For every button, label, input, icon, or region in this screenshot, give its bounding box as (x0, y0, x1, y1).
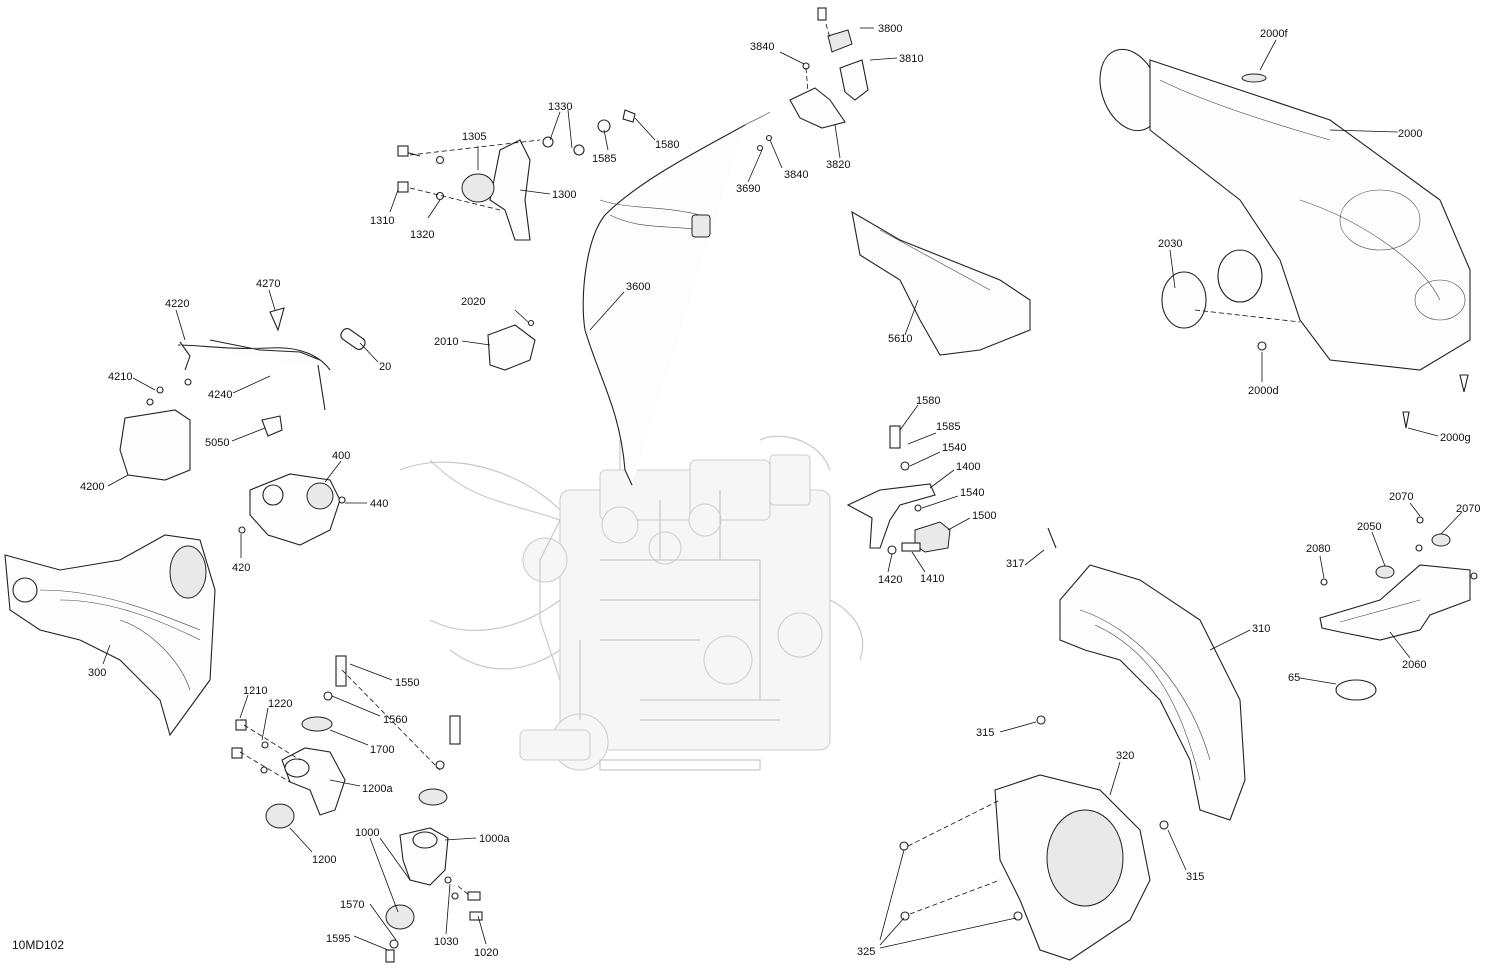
callout-20: 20 (379, 361, 391, 373)
callout-5050: 5050 (205, 437, 229, 449)
callout-1200a: 1200a (362, 783, 393, 795)
callout-2060: 2060 (1402, 659, 1426, 671)
callout-320: 320 (1116, 750, 1134, 762)
callout-1210: 1210 (243, 685, 267, 697)
cable-3600 (582, 111, 771, 486)
cover-300 (4, 534, 216, 737)
belt-guard-310 (1036, 527, 1246, 830)
callout-4270: 4270 (256, 278, 280, 290)
callout-3820: 3820 (826, 159, 850, 171)
ignition-coil-group (119, 307, 366, 481)
sensor-2010 (487, 319, 536, 371)
callout-1500: 1500 (972, 510, 996, 522)
callout-4210: 4210 (108, 371, 132, 383)
callout-1400: 1400 (956, 461, 980, 473)
mount-1000-group (231, 655, 483, 963)
callout-1030: 1030 (434, 936, 458, 948)
callout-315: 315 (1186, 871, 1204, 883)
callout-2010: 2010 (434, 336, 458, 348)
heat-shield-5610 (851, 210, 1031, 356)
callout-1550: 1550 (395, 677, 419, 689)
callout-1200: 1200 (312, 854, 336, 866)
callout-317: 317 (1006, 558, 1024, 570)
callout-400: 400 (332, 450, 350, 462)
air-duct-2000 (1099, 48, 1471, 429)
callout-1585: 1585 (592, 153, 616, 165)
callout-1580: 1580 (655, 139, 679, 151)
callout-1320: 1320 (410, 229, 434, 241)
drawing-reference: 10MD102 (12, 938, 64, 952)
callout-2080: 2080 (1306, 543, 1330, 555)
callout-4200: 4200 (80, 481, 104, 493)
callout-3690: 3690 (736, 183, 760, 195)
callout-2070: 2070 (1389, 491, 1413, 503)
callout-2020: 2020 (461, 296, 485, 308)
callout-1570: 1570 (340, 899, 364, 911)
callout-1020: 1020 (474, 947, 498, 959)
callout-3840: 3840 (750, 41, 774, 53)
callout-5610: 5610 (888, 333, 912, 345)
cover-320 (899, 774, 1151, 961)
callout-1330: 1330 (548, 101, 572, 113)
callout-2050: 2050 (1357, 521, 1381, 533)
callout-3600: 3600 (626, 281, 650, 293)
callout-1410: 1410 (920, 573, 944, 585)
callout-2070: 2070 (1456, 503, 1480, 515)
callout-4220: 4220 (165, 298, 189, 310)
callout-440: 440 (370, 498, 388, 510)
callout-3840: 3840 (784, 169, 808, 181)
callout-1000: 1000 (355, 827, 379, 839)
callout-315: 315 (976, 727, 994, 739)
callout-3800: 3800 (878, 23, 902, 35)
callout-420: 420 (232, 562, 250, 574)
mount-1400-group (846, 425, 951, 555)
callout-1560: 1560 (383, 714, 407, 726)
callout-2000f: 2000f (1260, 28, 1288, 40)
leader-lines (102, 23, 1463, 951)
callout-1700: 1700 (370, 744, 394, 756)
callout-4240: 4240 (208, 389, 232, 401)
bracket-2060-group (1319, 516, 1478, 701)
callout-1305: 1305 (462, 131, 486, 143)
callout-65: 65 (1288, 672, 1300, 684)
callout-1540: 1540 (942, 442, 966, 454)
callout-1580: 1580 (916, 395, 940, 407)
callout-3810: 3810 (899, 53, 923, 65)
callout-1000a: 1000a (479, 833, 510, 845)
callout-310: 310 (1252, 623, 1270, 635)
callout-2030: 2030 (1158, 238, 1182, 250)
callout-2000d: 2000d (1248, 385, 1279, 397)
callout-labels: 3800 3810 3840 3840 3820 3690 1330 1305 … (12, 23, 1480, 959)
callout-2000g: 2000g (1440, 432, 1471, 444)
callout-325: 325 (857, 946, 875, 958)
callout-1220: 1220 (268, 698, 292, 710)
callout-300: 300 (88, 667, 106, 679)
engine-ghost (399, 435, 864, 771)
sensor-bracket-group (756, 7, 869, 152)
mount-1300-group (397, 109, 636, 241)
callout-1300: 1300 (552, 189, 576, 201)
callout-1310: 1310 (370, 215, 394, 227)
callout-1595: 1595 (326, 933, 350, 945)
callout-1540: 1540 (960, 487, 984, 499)
callout-1420: 1420 (878, 574, 902, 586)
callout-1585: 1585 (936, 421, 960, 433)
callout-2000: 2000 (1398, 128, 1422, 140)
tensioner-400 (238, 473, 346, 546)
